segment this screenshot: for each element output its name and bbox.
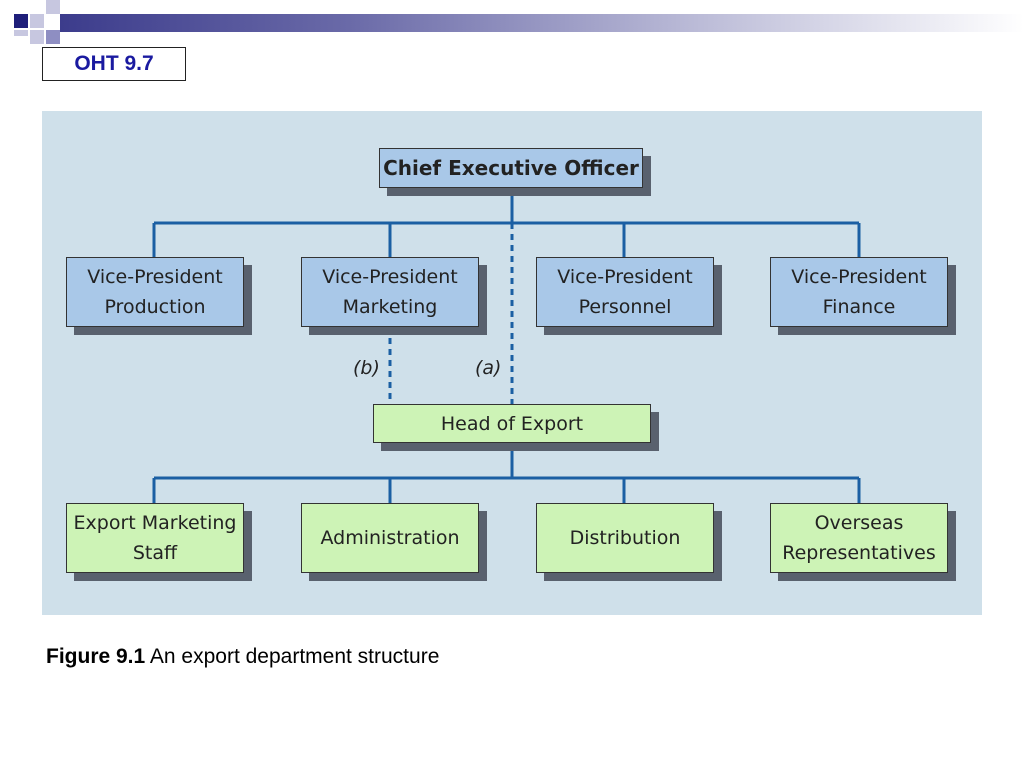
node-vp-personnel: Vice-President Personnel [536,257,714,327]
header-square-icon [30,14,44,28]
figure-number: Figure 9.1 [46,645,146,668]
figure-caption: Figure 9.1 An export department structur… [46,645,439,669]
node-overseas-representatives: Overseas Representatives [770,503,948,573]
header-square-icon [46,0,60,14]
node-head-of-export: Head of Export [373,404,651,443]
slide-label: OHT 9.7 [42,47,186,81]
header-square-icon [14,14,28,28]
dotted-line-label-a: (a) [475,357,502,379]
header-square-icon [14,30,28,36]
header-gradient-bar [60,14,1024,32]
node-distribution: Distribution [536,503,714,573]
org-chart-connectors [152,189,861,503]
node-vp-production: Vice-President Production [66,257,244,327]
node-export-marketing-staff: Export Marketing Staff [66,503,244,573]
header-square-icon [30,30,44,44]
node-ceo: Chief Executive Officer [379,148,643,188]
node-administration: Administration [301,503,479,573]
node-vp-marketing: Vice-President Marketing [301,257,479,327]
node-vp-finance: Vice-President Finance [770,257,948,327]
header-square-icon [46,30,60,44]
figure-caption-text: An export department structure [149,645,440,668]
org-chart-panel: Chief Executive Officer Vice-President P… [42,111,982,615]
dotted-line-label-b: (b) [353,357,380,379]
